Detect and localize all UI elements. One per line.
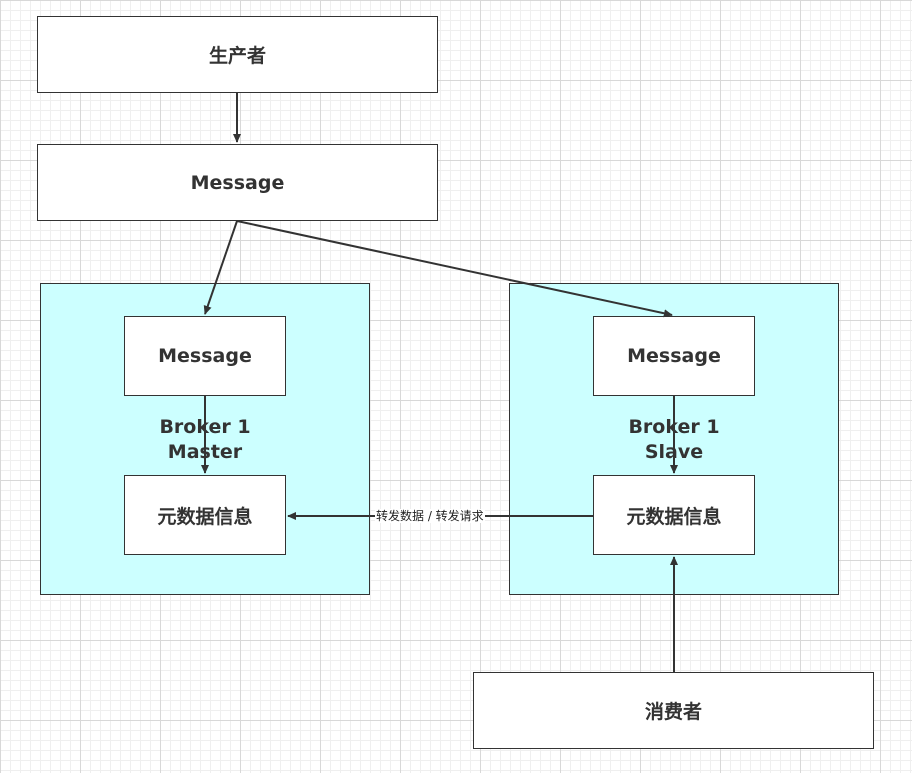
producer-label: 生产者 bbox=[208, 45, 266, 67]
master-metadata-node: 元数据信息 bbox=[124, 475, 286, 555]
master-title-line1: Broker 1 bbox=[159, 416, 251, 438]
slave-title-line1: Broker 1 bbox=[628, 416, 720, 438]
master-message-label: Message bbox=[158, 345, 252, 367]
master-title-line2: Master bbox=[167, 441, 243, 463]
producer-node: 生产者 bbox=[37, 16, 438, 93]
slave-message-node: Message bbox=[593, 316, 755, 396]
forward-edge-label: 转发数据 / 转发请求 bbox=[375, 509, 485, 523]
master-broker-title: Broker 1 Master bbox=[159, 415, 250, 465]
slave-broker-title: Broker 1 Slave bbox=[628, 415, 719, 465]
master-message-node: Message bbox=[124, 316, 286, 396]
message-label: Message bbox=[190, 171, 285, 194]
slave-metadata-label: 元数据信息 bbox=[626, 505, 722, 528]
slave-message-label: Message bbox=[627, 345, 721, 367]
message-node: Message bbox=[37, 144, 438, 221]
master-metadata-label: 元数据信息 bbox=[157, 505, 253, 528]
consumer-label: 消费者 bbox=[644, 701, 702, 723]
slave-metadata-node: 元数据信息 bbox=[593, 475, 755, 555]
consumer-node: 消费者 bbox=[473, 672, 874, 749]
slave-title-line2: Slave bbox=[644, 441, 704, 463]
